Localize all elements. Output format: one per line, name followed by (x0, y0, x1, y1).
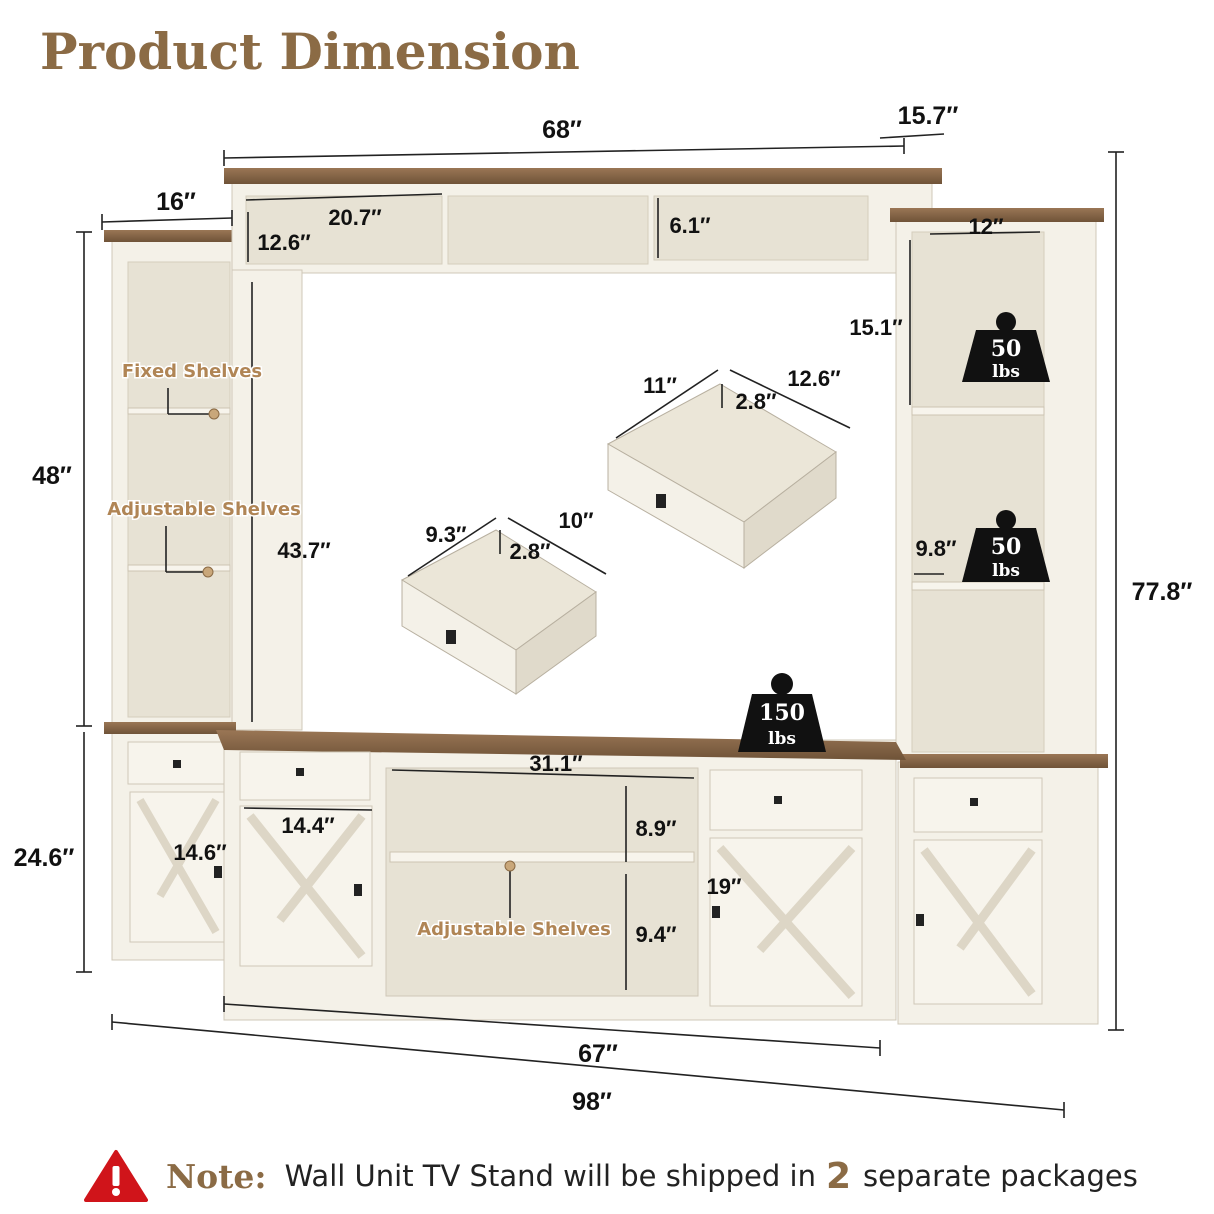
label-fixed-shelves: Fixed Shelves (122, 361, 262, 382)
weight-console-unit: lbs (768, 729, 796, 749)
tv-console (216, 730, 906, 1021)
dim-small-drawer-depth: 10″ (558, 508, 593, 533)
shipping-note: Note: Wall Unit TV Stand will be shipped… (84, 1148, 1138, 1204)
dim-cubby-depth: 12.6″ (257, 230, 311, 255)
small-drawer (400, 529, 597, 695)
dim-tower-shelf-width: 12″ (968, 214, 1003, 239)
dim-upper-opening-height: 8.9″ (635, 816, 677, 841)
dim-tv-opening-height: 43.7″ (277, 538, 331, 563)
weight-tower-lower-value: 50 (991, 534, 1022, 560)
large-drawer (606, 383, 837, 570)
dim-cabinet-door-width: 14.4″ (281, 813, 335, 838)
weight-tower-upper-unit: lbs (992, 362, 1020, 382)
note-package-count: 2 (825, 1155, 852, 1197)
label-adjustable-shelves-center: Adjustable Shelves (417, 919, 611, 940)
dim-bridge-width: 68″ (542, 116, 582, 144)
dim-large-drawer-width: 11″ (643, 373, 677, 398)
dim-overall-height: 77.8″ (1132, 578, 1193, 606)
weight-icon: 50 lbs (962, 312, 1050, 382)
dim-lower-opening-height: 9.4″ (635, 922, 677, 947)
page-title: Product Dimension (40, 22, 580, 81)
dim-base-height: 24.6″ (14, 844, 75, 872)
dim-overall-width: 98″ (572, 1088, 612, 1116)
left-tower (104, 230, 235, 731)
dim-tower-shelf-depth: 9.8″ (915, 536, 957, 561)
dim-small-drawer-width: 9.3″ (425, 522, 467, 547)
dim-console-cabinet-height: 19″ (706, 874, 741, 899)
dim-bridge-depth: 15.7″ (898, 102, 959, 130)
dim-large-drawer-depth: 12.6″ (787, 366, 841, 391)
label-adjustable-shelves-left: Adjustable Shelves (107, 499, 301, 520)
shelf-pin-markers (202, 408, 516, 872)
note-label: Note: (166, 1156, 267, 1196)
weight-icon: 150 lbs (738, 673, 826, 752)
dim-small-drawer-height: 2.8″ (509, 539, 551, 564)
weight-tower-upper-value: 50 (991, 336, 1022, 362)
dim-console-opening-width: 31.1″ (529, 751, 583, 776)
weight-icon: 50 lbs (962, 510, 1050, 582)
dimension-lines (76, 133, 1124, 1118)
left-base-cabinet (104, 722, 236, 961)
drawer-handles (173, 760, 978, 926)
dim-side-cabinet-height: 14.6″ (173, 840, 227, 865)
right-tower (890, 208, 1104, 759)
dim-large-drawer-height: 2.8″ (735, 389, 777, 414)
note-text-after: separate packages (863, 1159, 1138, 1193)
weight-tower-lower-unit: lbs (992, 561, 1020, 581)
dim-tower-shelf-height: 15.1″ (849, 315, 903, 340)
dim-cubby-width: 20.7″ (328, 205, 382, 230)
right-base-cabinet (897, 754, 1108, 1025)
note-text-before: Wall Unit TV Stand will be shipped in (284, 1159, 816, 1193)
dim-cubby-height: 6.1″ (669, 213, 711, 238)
dim-tower-height: 48″ (32, 462, 72, 490)
weight-console-value: 150 (759, 700, 805, 726)
dim-tower-depth: 16″ (156, 188, 196, 216)
warning-icon (84, 1150, 148, 1202)
dim-console-width: 67″ (578, 1040, 618, 1068)
